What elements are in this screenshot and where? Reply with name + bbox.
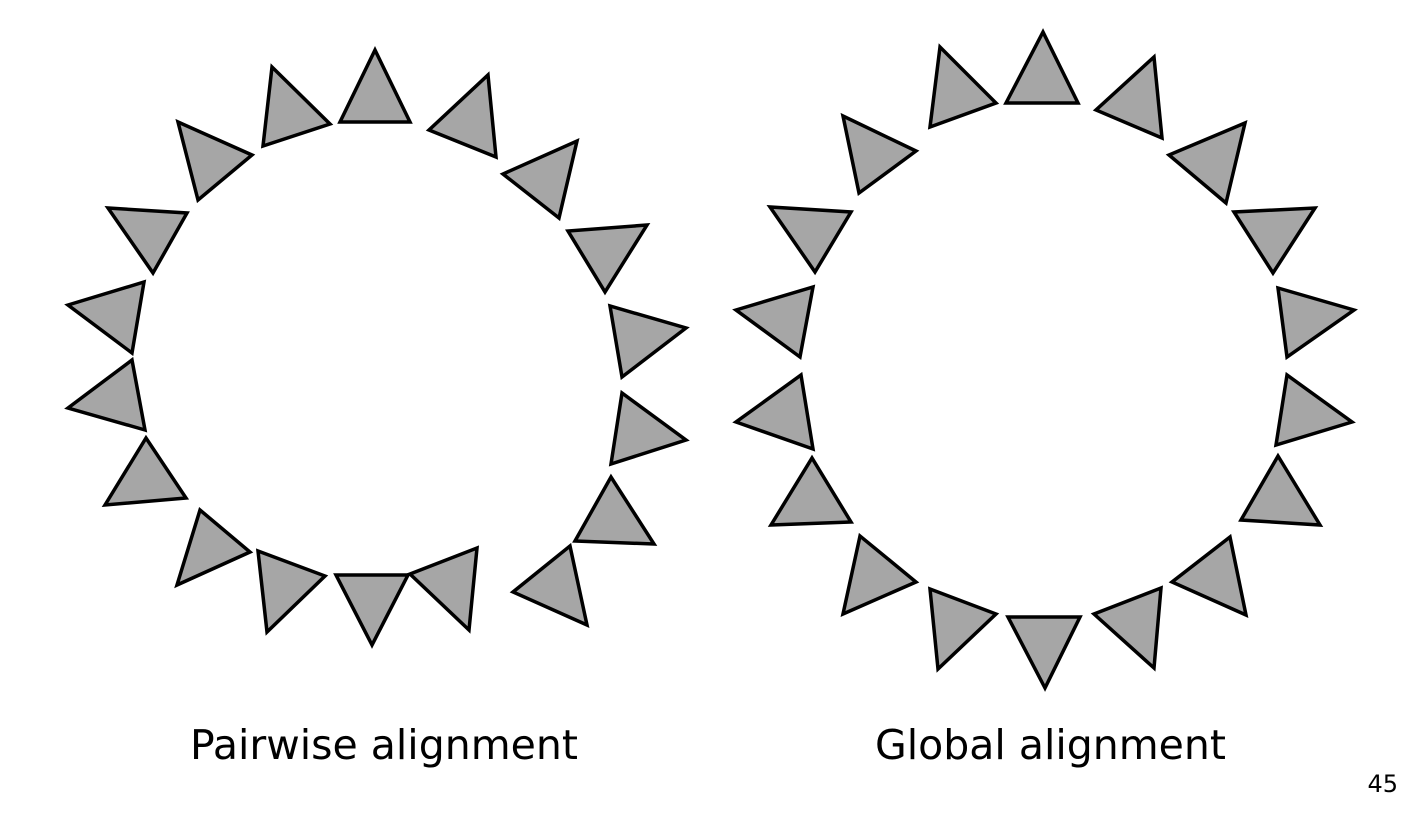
pairwise-triangle-5 <box>64 279 147 357</box>
pairwise-triangle-17 <box>499 137 580 222</box>
global-triangle-6 <box>732 371 816 452</box>
pairwise-triangle-16 <box>565 222 651 296</box>
global-triangle-3 <box>840 112 920 197</box>
pairwise-triangle-12 <box>509 542 590 629</box>
global-alignment-caption: Global alignment <box>875 721 1226 769</box>
global-triangle-4 <box>766 205 854 276</box>
global-triangle-18 <box>1092 53 1165 141</box>
pairwise-triangle-6 <box>64 356 148 433</box>
pairwise-triangle-14 <box>608 389 690 467</box>
global-triangle-14 <box>1273 371 1356 448</box>
pairwise-triangle-13 <box>572 473 658 546</box>
global-triangle-12 <box>1168 533 1249 618</box>
global-triangle-9 <box>927 586 1000 673</box>
pairwise-triangle-8 <box>174 506 254 589</box>
pairwise-alignment-caption: Pairwise alignment <box>190 721 578 769</box>
pairwise-triangle-9 <box>255 548 329 636</box>
pairwise-triangle-3 <box>175 118 256 204</box>
global-triangle-10 <box>1005 615 1083 692</box>
pairwise-triangle-15 <box>607 303 690 381</box>
global-triangle-7 <box>767 454 855 527</box>
global-triangle-16 <box>1230 206 1319 277</box>
global-triangle-8 <box>840 532 920 617</box>
global-triangle-17 <box>1165 120 1248 207</box>
pairwise-triangle-10 <box>333 573 411 649</box>
page-number: 45 <box>1367 770 1398 798</box>
global-triangle-2 <box>927 43 1000 130</box>
pairwise-triangle-4 <box>104 206 190 277</box>
global-triangle-1 <box>1003 28 1081 105</box>
pairwise-triangle-ring <box>64 45 690 649</box>
global-triangle-13 <box>1238 452 1324 527</box>
pairwise-triangle-7 <box>101 434 190 508</box>
global-triangle-15 <box>1275 285 1358 361</box>
pairwise-triangle-1 <box>337 45 413 124</box>
pairwise-triangle-18 <box>425 71 499 160</box>
pairwise-triangle-11 <box>406 545 480 634</box>
global-triangle-5 <box>732 284 816 361</box>
pairwise-triangle-2 <box>260 63 334 149</box>
global-triangle-ring <box>732 28 1358 692</box>
global-triangle-11 <box>1090 585 1163 672</box>
